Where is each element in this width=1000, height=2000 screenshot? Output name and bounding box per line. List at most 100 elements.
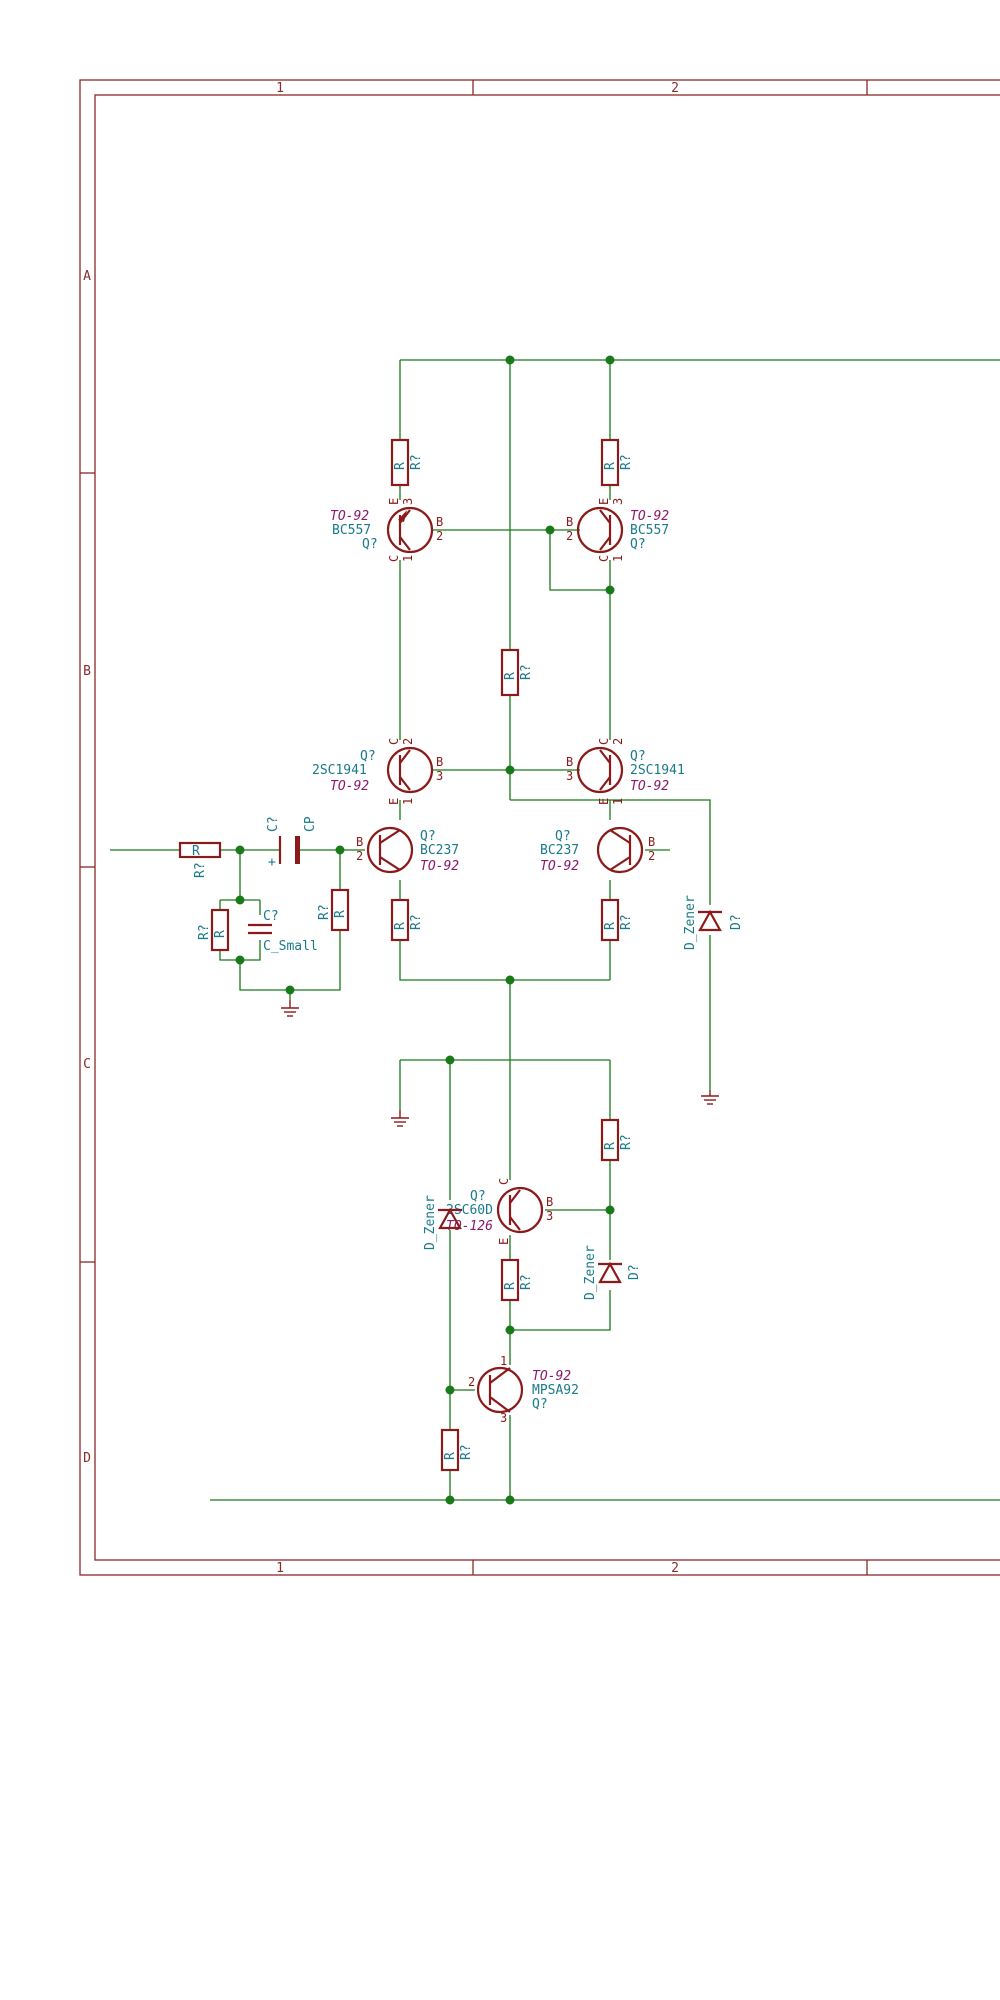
resistor-r9[interactable]: R? R xyxy=(500,1258,534,1302)
svg-text:TO-92: TO-92 xyxy=(630,509,669,524)
svg-text:E: E xyxy=(497,1238,511,1245)
svg-text:TO-92: TO-92 xyxy=(330,779,369,794)
svg-text:C?: C? xyxy=(266,816,281,832)
transistor-bc557-left[interactable]: TO-92 BC557 Q? B 2 3 E 1 C xyxy=(330,498,443,562)
svg-text:R: R xyxy=(443,1452,458,1460)
capacitor-c-small[interactable]: C? C_Small xyxy=(248,909,318,954)
resistor-r8[interactable]: R? R xyxy=(600,1118,634,1162)
svg-text:3: 3 xyxy=(566,769,573,783)
resistor-r3[interactable]: R? R xyxy=(500,648,534,697)
svg-text:TO-126: TO-126 xyxy=(446,1219,493,1234)
svg-text:Q?: Q? xyxy=(362,537,378,552)
svg-text:1: 1 xyxy=(611,798,625,805)
svg-text:3: 3 xyxy=(436,769,443,783)
transistor-bc237-right[interactable]: Q? BC237 TO-92 B 2 xyxy=(540,826,655,874)
resistor-r2[interactable]: R? R xyxy=(600,438,634,487)
zener-diode-right[interactable]: D_Zener D? xyxy=(683,895,744,950)
svg-text:D_Zener: D_Zener xyxy=(583,1245,598,1300)
svg-text:B: B xyxy=(546,1195,553,1209)
svg-text:TO-92: TO-92 xyxy=(330,509,369,524)
svg-text:+: + xyxy=(268,855,276,870)
svg-text:R: R xyxy=(192,844,200,859)
zener-diode-left[interactable]: D_Zener xyxy=(423,1195,462,1250)
svg-text:Q?: Q? xyxy=(470,1189,486,1204)
resistor-r6[interactable]: R? R xyxy=(317,888,350,932)
capacitor-cp[interactable]: + C? CP xyxy=(266,816,318,870)
svg-text:E: E xyxy=(387,798,401,805)
svg-text:R?: R? xyxy=(193,862,208,878)
svg-text:R?: R? xyxy=(197,924,212,940)
zener-diode-center[interactable]: D_Zener D? xyxy=(583,1245,642,1300)
svg-text:1: 1 xyxy=(401,798,415,805)
svg-text:3: 3 xyxy=(611,498,625,505)
svg-text:3: 3 xyxy=(401,498,415,505)
svg-text:R?: R? xyxy=(619,454,634,470)
svg-text:D?: D? xyxy=(627,1264,642,1280)
svg-text:1: 1 xyxy=(500,1354,507,1368)
svg-text:E: E xyxy=(597,798,611,805)
svg-text:D?: D? xyxy=(729,914,744,930)
svg-text:2SC60D: 2SC60D xyxy=(446,1203,493,1218)
svg-text:BC557: BC557 xyxy=(630,523,669,538)
frame-col-1-bottom: 1 xyxy=(276,1561,284,1576)
svg-text:R: R xyxy=(603,462,618,470)
svg-text:R?: R? xyxy=(619,1134,634,1150)
resistor-r10[interactable]: R? R xyxy=(440,1428,474,1472)
svg-text:2: 2 xyxy=(611,738,625,745)
transistor-to126[interactable]: Q? 2SC60D TO-126 B 3 C E xyxy=(446,1178,553,1245)
transistor-mpsa92[interactable]: TO-92 MPSA92 Q? 2 1 3 xyxy=(468,1354,579,1425)
svg-text:2: 2 xyxy=(468,1375,475,1389)
transistor-bc557-right[interactable]: TO-92 BC557 Q? B 2 3 E 1 C xyxy=(566,498,669,562)
svg-text:TO-92: TO-92 xyxy=(630,779,669,794)
svg-text:C: C xyxy=(387,738,401,745)
frame-row-c: C xyxy=(83,1057,91,1072)
svg-text:C_Small: C_Small xyxy=(263,939,318,954)
transistor-2sc1941-left[interactable]: Q? 2SC1941 TO-92 B 3 2 C 1 E xyxy=(312,738,443,805)
svg-text:D_Zener: D_Zener xyxy=(423,1195,438,1250)
frame-col-1-top: 1 xyxy=(276,81,284,96)
svg-text:Q?: Q? xyxy=(360,749,376,764)
svg-text:3: 3 xyxy=(500,1411,507,1425)
svg-text:R?: R? xyxy=(519,664,534,680)
transistor-bc237-left[interactable]: Q? BC237 TO-92 B 2 xyxy=(356,826,459,874)
svg-text:D_Zener: D_Zener xyxy=(683,895,698,950)
drawing-frame: 1 2 1 2 A B C D xyxy=(79,79,1000,1576)
ground-symbol-tail xyxy=(391,1110,409,1127)
svg-text:BC237: BC237 xyxy=(540,843,579,858)
resistor-r5[interactable]: R? R xyxy=(600,898,634,942)
svg-text:Q?: Q? xyxy=(630,537,646,552)
svg-text:B: B xyxy=(648,835,655,849)
svg-text:Q?: Q? xyxy=(555,829,571,844)
svg-text:TO-92: TO-92 xyxy=(532,1369,571,1384)
frame-col-2-bottom: 2 xyxy=(671,1561,679,1576)
svg-text:TO-92: TO-92 xyxy=(420,859,459,874)
ground-symbol-zener xyxy=(701,1090,719,1105)
resistor-r7[interactable]: R? R xyxy=(197,908,230,952)
svg-text:BC557: BC557 xyxy=(332,523,371,538)
svg-text:MPSA92: MPSA92 xyxy=(532,1383,579,1398)
svg-text:2SC1941: 2SC1941 xyxy=(630,763,685,778)
svg-text:R: R xyxy=(393,922,408,930)
svg-text:2: 2 xyxy=(436,529,443,543)
svg-text:R?: R? xyxy=(519,1274,534,1290)
svg-text:CP: CP xyxy=(303,816,318,832)
resistor-r4[interactable]: R? R xyxy=(390,898,424,942)
svg-text:R?: R? xyxy=(317,904,332,920)
svg-text:1: 1 xyxy=(401,555,415,562)
svg-text:R: R xyxy=(603,1142,618,1150)
svg-text:2: 2 xyxy=(401,738,415,745)
svg-text:R?: R? xyxy=(459,1444,474,1460)
svg-text:R?: R? xyxy=(409,454,424,470)
transistor-2sc1941-right[interactable]: Q? 2SC1941 TO-92 B 3 2 C 1 E xyxy=(566,738,685,805)
svg-text:Q?: Q? xyxy=(630,749,646,764)
frame-col-2-top: 2 xyxy=(671,81,679,96)
resistor-r-input[interactable]: R R? xyxy=(178,841,222,878)
svg-text:2: 2 xyxy=(566,529,573,543)
frame-row-a: A xyxy=(83,269,91,284)
svg-text:R: R xyxy=(503,672,518,680)
resistor-r1[interactable]: R? R xyxy=(390,438,424,487)
svg-text:E: E xyxy=(387,498,401,505)
svg-text:E: E xyxy=(597,498,611,505)
svg-text:C: C xyxy=(387,555,401,562)
